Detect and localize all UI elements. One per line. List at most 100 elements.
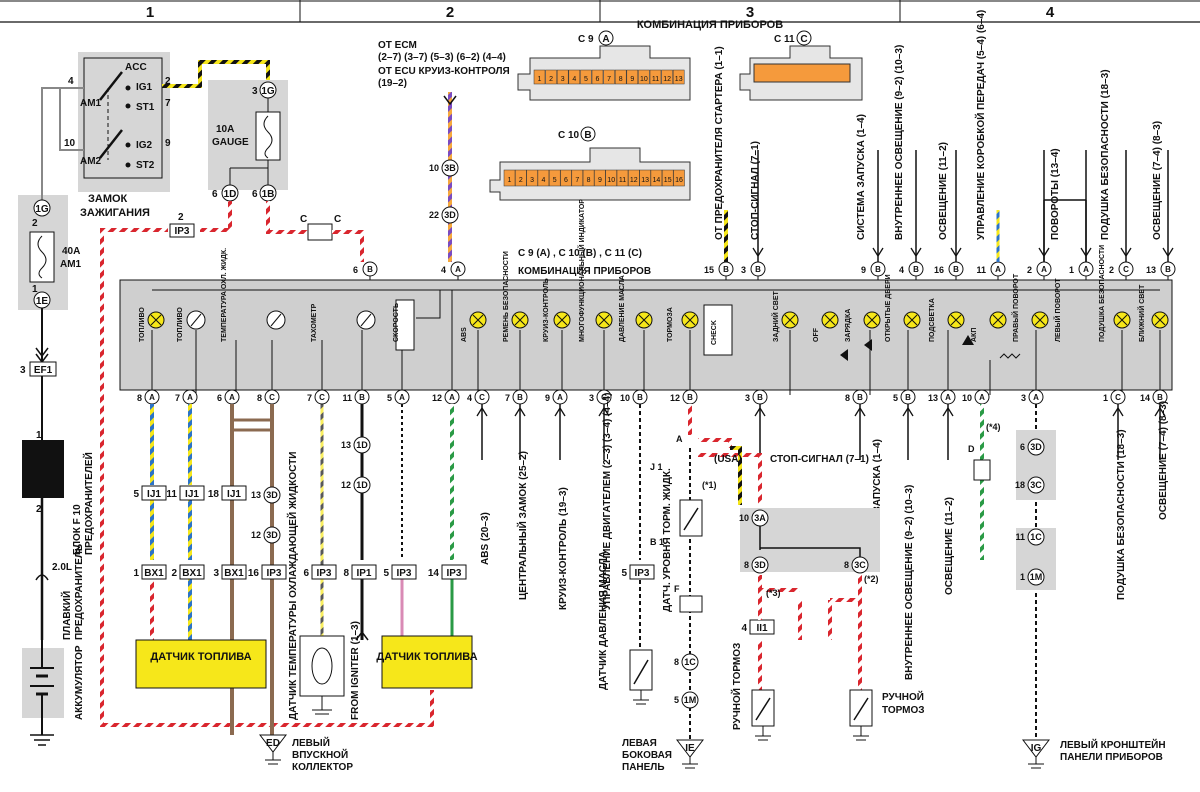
- c9-pin-box: [545, 69, 557, 85]
- inline-conn-num: 13: [251, 490, 261, 500]
- bottom-arrow: [1112, 406, 1124, 417]
- bottom-pin-id: B: [687, 393, 693, 402]
- am1-label: AM1: [80, 98, 102, 109]
- c10-id: B: [584, 130, 591, 141]
- c10-pin-12: 12: [630, 177, 638, 184]
- c9-pin-13: 13: [675, 76, 683, 83]
- connector-row-label: C 9 (A) , C 10 (B) , C 11 (C): [518, 248, 642, 259]
- inline-conn-num: 10: [739, 513, 749, 523]
- c10-pin-3: 3: [530, 177, 534, 184]
- inline-conn: [1027, 476, 1045, 494]
- bottom-ref-1: ЦЕНТРАЛЬНЫЙ ЗАМОК (25–2): [516, 451, 529, 600]
- junction-1: IJ1: [185, 489, 199, 500]
- top-pin-id: B: [953, 265, 959, 274]
- c10-pin-4: 4: [541, 177, 545, 184]
- ef1-pin: 3: [20, 365, 26, 376]
- junction-box: [221, 485, 247, 501]
- bottom-pin-id: B: [857, 393, 863, 402]
- top-arrow: [872, 247, 884, 258]
- gauge-needle: [360, 313, 372, 327]
- indicator-label-10: ТОРМОЗА: [667, 307, 674, 342]
- ground-ig: IG ЛЕВЫЙ КРОНШТЕЙН ПАНЕЛИ ПРИБОРОВ: [1021, 738, 1166, 769]
- indicator-label-4: СКОРОСТЬ: [393, 303, 400, 342]
- gauge-fuse-1b-n: 6: [252, 189, 258, 200]
- am1-fuse-top: 1G: [35, 204, 49, 215]
- bottom-ref-9: ОСВЕЩЕНИЕ (7–4) (8–3): [1158, 401, 1169, 520]
- top-pin-num: 4: [899, 265, 904, 275]
- junction-2: IJ1: [227, 489, 241, 500]
- junction-box: [391, 564, 417, 580]
- top-pin-num: 13: [1146, 265, 1156, 275]
- ign-pin-9: 9: [165, 138, 171, 149]
- ignition-title-2: ЗАЖИГАНИЯ: [80, 207, 150, 219]
- indicator-lamp-cross: [514, 314, 526, 326]
- junction-3: BX1: [144, 568, 164, 579]
- junction-10: IP3: [446, 568, 461, 579]
- gauge-needle: [270, 313, 282, 327]
- ignition-title-1: ЗАМОК: [88, 193, 128, 205]
- note-0: (*1): [702, 480, 717, 490]
- c10-pin-box: [560, 169, 572, 187]
- bottom-pin-num: 13: [928, 393, 938, 403]
- bottom-arrow: [754, 406, 766, 417]
- indicator-label-11: CHECK: [711, 320, 718, 345]
- bottom-ref-3: УПРАВЛЕНИЕ ДВИГАТЕЛЕМ (2–3) (3–4) (4–4): [602, 393, 613, 610]
- bottom-pin-num: 11: [342, 393, 352, 403]
- top-ref-1: СТОП-СИГНАЛ (7–1): [750, 141, 761, 240]
- indicator-lamp-cross: [598, 314, 610, 326]
- inline-conn-id: 3B: [444, 163, 456, 173]
- c10-pin-box: [605, 169, 617, 187]
- c9-pin-12: 12: [663, 76, 671, 83]
- indicator-lamp-cross: [866, 314, 878, 326]
- inline-conn-num: 18: [1015, 480, 1025, 490]
- cluster-internal-wires: [151, 290, 1161, 395]
- am1-fuse-bot-n: 1: [32, 284, 38, 295]
- fusible-value: 2.0L: [52, 562, 72, 573]
- c10-pin-15: 15: [664, 177, 672, 184]
- bottom-references: ABS (20–3)ЦЕНТРАЛЬНЫЙ ЗАМОК (25–2)КРУИЗ-…: [480, 393, 1169, 680]
- junction-box: [351, 564, 377, 580]
- indicator-lamp-cross: [556, 314, 568, 326]
- fusible-label-2: ПРЕДОХРАНИТЕЛЬ: [74, 544, 85, 640]
- joint-c-left: C: [300, 214, 307, 225]
- c11-id: C: [800, 34, 807, 45]
- bottom-pin-num: 10: [962, 393, 972, 403]
- c10-pin-5: 5: [553, 177, 557, 184]
- bottom-pin-id: A: [149, 393, 155, 402]
- am1-fuse: 1G 2 40A AM1 1 1E: [29, 199, 82, 309]
- c10-pin-8: 8: [587, 177, 591, 184]
- check-box: [703, 304, 733, 356]
- fusible-link: 2.0L ПЛАВКИЙ ПРЕДОХРАНИТЕЛЬ: [35, 544, 85, 640]
- bottom-pin-id: C: [269, 393, 275, 402]
- junction-pin-3: 1: [133, 568, 139, 579]
- junction-12: II1: [756, 623, 768, 634]
- top-ref-0: ОТ ПРЕДОХРАНИТЕЛЯ СТАРТЕРА (1–1): [714, 46, 725, 240]
- top-arrow: [1120, 247, 1132, 258]
- bottom-arrow: [854, 406, 866, 417]
- bottom-pin-num: 12: [670, 393, 680, 403]
- c9-pin-4: 4: [572, 76, 576, 83]
- inline-conn-num: 8: [844, 560, 849, 570]
- c9-pin-8: 8: [619, 76, 623, 83]
- c9-pin-box: [556, 69, 569, 85]
- bottom-pin-id: A: [229, 393, 235, 402]
- top-references: ОТ ПРЕДОХРАНИТЕЛЯ СТАРТЕРА (1–1) СТОП-СИГ…: [714, 10, 1163, 240]
- c10-pin-box: [571, 169, 584, 187]
- bottom-pin-id: B: [637, 393, 643, 402]
- indicator-label-13: OFF: [813, 327, 820, 342]
- junction-pin-1: 11: [166, 489, 177, 500]
- top-pin-num: 15: [704, 265, 714, 275]
- c9-pin-box: [626, 69, 639, 85]
- bottom-ref-8: ПОДУШКА БЕЗОПАСНОСТИ (18–3): [1116, 429, 1127, 600]
- inline-conn-id: 3A: [754, 513, 766, 523]
- c9-pin-1: 1: [538, 76, 542, 83]
- column-3-label: 3: [746, 4, 754, 21]
- inline-conn-num: 10: [429, 163, 439, 173]
- indicator-lamp-cross: [150, 314, 162, 326]
- c10-pin-13: 13: [641, 177, 649, 184]
- st1-label: ST1: [136, 102, 155, 113]
- junction-pin-7: 6: [303, 568, 309, 579]
